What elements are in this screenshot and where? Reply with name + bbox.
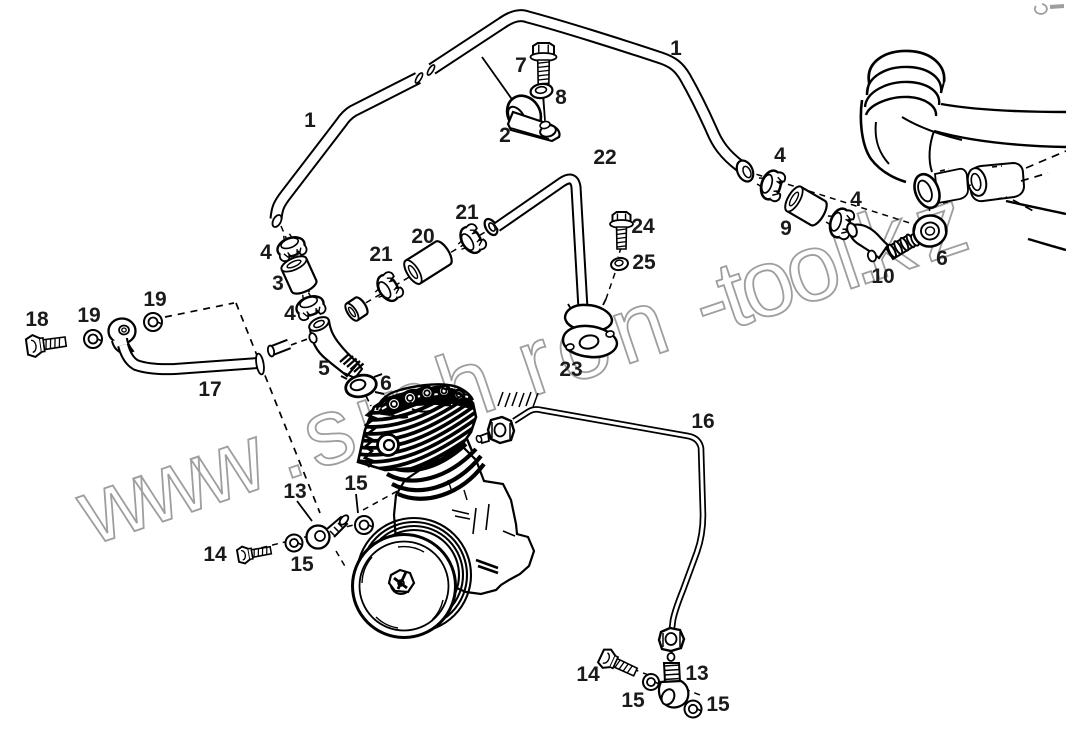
svg-text:25: 25 xyxy=(632,251,656,274)
svg-text:19: 19 xyxy=(143,288,166,311)
svg-text:15: 15 xyxy=(344,472,368,495)
svg-text:10: 10 xyxy=(871,265,894,288)
svg-text:4: 4 xyxy=(774,144,786,167)
svg-text:1: 1 xyxy=(670,37,682,60)
svg-text:17: 17 xyxy=(198,378,221,401)
svg-text:13: 13 xyxy=(283,480,306,503)
svg-text:1: 1 xyxy=(304,109,316,132)
svg-text:23: 23 xyxy=(559,358,582,381)
svg-text:15: 15 xyxy=(290,553,314,576)
svg-text:5: 5 xyxy=(318,357,330,380)
svg-text:6: 6 xyxy=(936,247,948,270)
svg-text:18: 18 xyxy=(25,308,49,331)
svg-text:7: 7 xyxy=(515,54,527,77)
svg-text:24: 24 xyxy=(631,215,655,238)
svg-text:14: 14 xyxy=(576,663,600,686)
svg-text:14: 14 xyxy=(203,543,227,566)
svg-text:20: 20 xyxy=(411,225,434,248)
svg-text:4: 4 xyxy=(260,241,272,264)
svg-text:6: 6 xyxy=(380,372,392,395)
svg-text:3: 3 xyxy=(272,272,284,295)
svg-text:9: 9 xyxy=(780,217,792,240)
svg-text:21: 21 xyxy=(369,243,393,266)
svg-text:15: 15 xyxy=(621,689,645,712)
svg-text:22: 22 xyxy=(593,146,616,169)
svg-text:15: 15 xyxy=(706,693,730,716)
svg-text:16: 16 xyxy=(691,410,714,433)
svg-text:19: 19 xyxy=(77,304,100,327)
svg-text:13: 13 xyxy=(685,662,708,685)
svg-text:21: 21 xyxy=(455,201,479,224)
svg-text:4: 4 xyxy=(284,302,296,325)
svg-text:4: 4 xyxy=(850,188,862,211)
svg-text:8: 8 xyxy=(555,86,567,109)
svg-text:2: 2 xyxy=(499,124,511,147)
